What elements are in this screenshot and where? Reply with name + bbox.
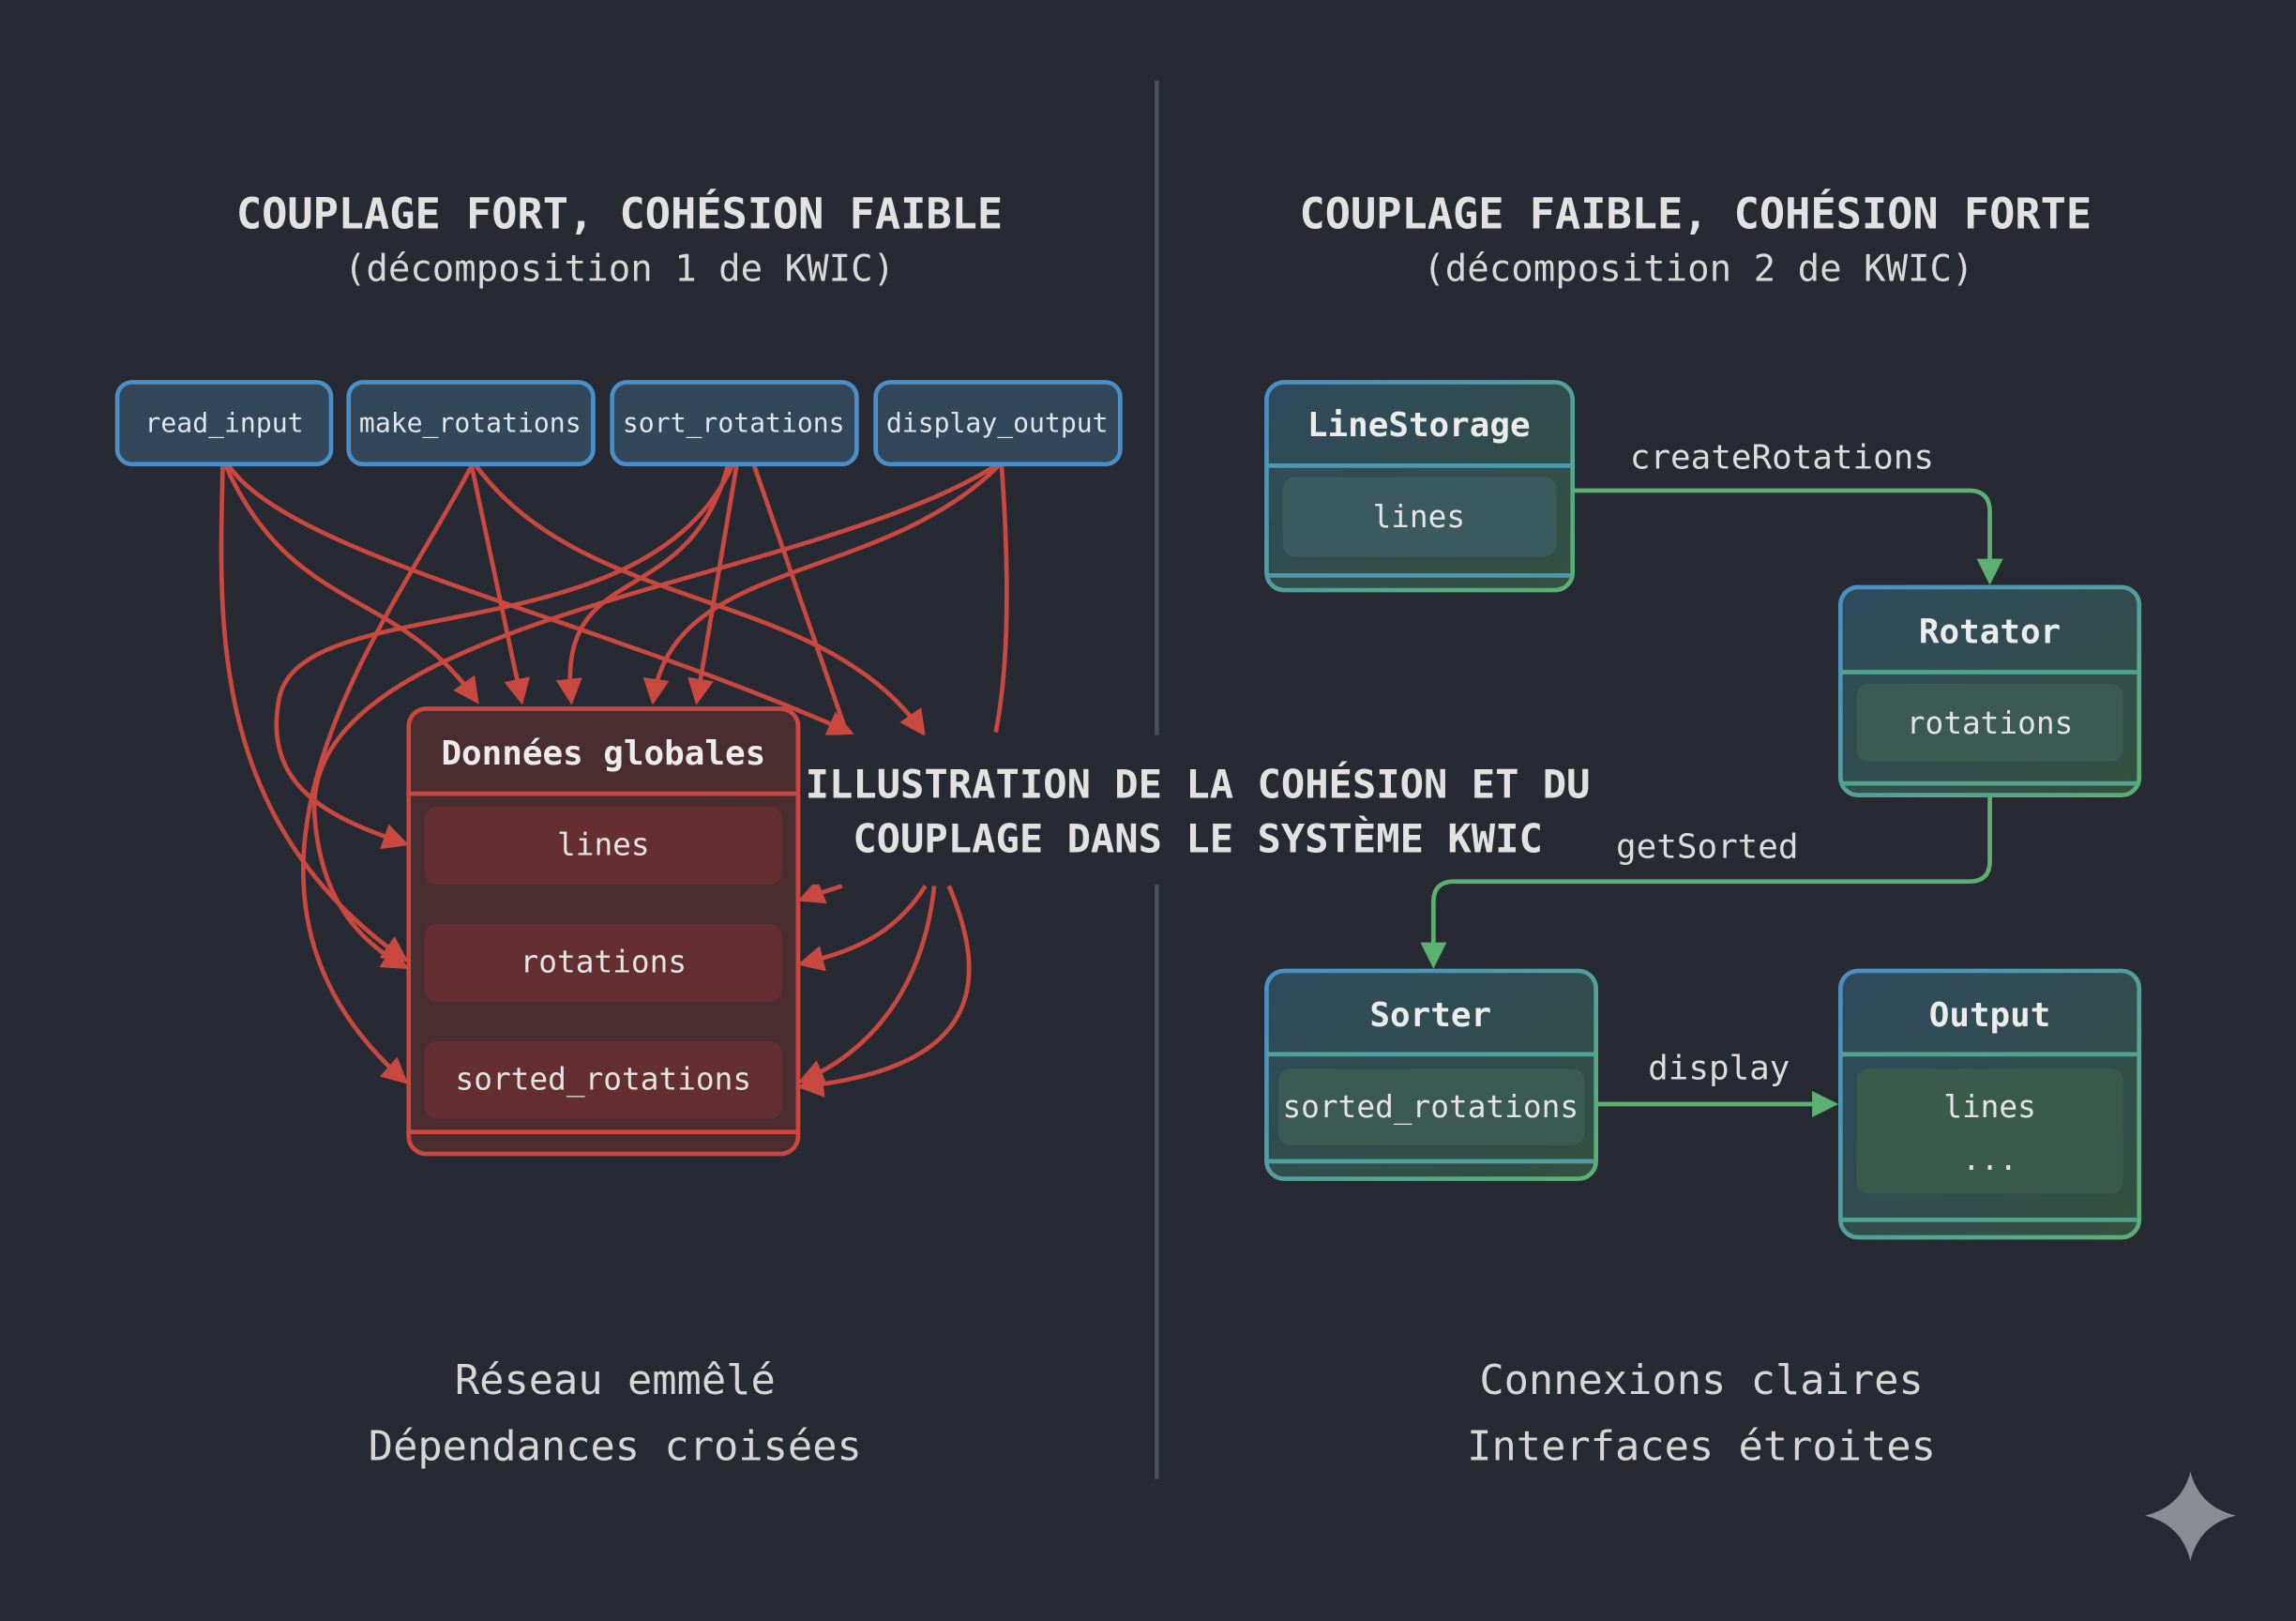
svg-text:rotations: rotations (1907, 705, 2074, 741)
svg-text:Output: Output (1929, 996, 2051, 1035)
sparkle-icon (2145, 1471, 2236, 1561)
module-make-rotations[interactable]: make_rotations (346, 380, 596, 467)
module-sort-rotations[interactable]: sort_rotations (610, 380, 859, 467)
module-sorter[interactable]: Sorter sorted_rotations (1264, 968, 1599, 1181)
svg-text:display_output: display_output (886, 407, 1109, 439)
svg-text:make_rotations: make_rotations (359, 407, 582, 439)
left-footer-2: Dépendances croisées (369, 1422, 862, 1470)
left-title: COUPLAGE FORT, COHÉSION FAIBLE (236, 189, 1003, 239)
center-title-line-1: ILLUSTRATION DE LA COHÉSION ET DU (806, 761, 1591, 808)
module-linestorage[interactable]: LineStorage lines (1264, 380, 1576, 593)
svg-text:...: ... (1962, 1142, 2017, 1177)
global-field-sorted-rotations: sorted_rotations (455, 1061, 751, 1097)
left-footer-1: Réseau emmêlé (455, 1356, 776, 1404)
left-subtitle: (décomposition 1 de KWIC) (344, 249, 895, 291)
svg-text:Rotator: Rotator (1919, 613, 2061, 651)
edge-display: display (1648, 1049, 1790, 1087)
svg-text:read_input: read_input (145, 407, 304, 439)
global-field-rotations: rotations (521, 944, 687, 979)
svg-text:lines: lines (1943, 1089, 2036, 1125)
global-data-title: Données globales (441, 735, 765, 773)
center-title-line-2: COUPLAGE DANS LE SYSTÈME KWIC (853, 814, 1542, 861)
clean-connections: createRotations getSorted display (1420, 439, 2003, 1118)
global-data-box: Données globales lines rotations sorted_… (406, 706, 801, 1157)
edge-create-rotations: createRotations (1630, 439, 1934, 477)
right-footer-1: Connexions claires (1479, 1356, 1923, 1404)
svg-text:LineStorage: LineStorage (1307, 406, 1531, 445)
module-display-output[interactable]: display_output (873, 380, 1123, 467)
svg-text:lines: lines (1372, 499, 1465, 535)
left-modules: read_input make_rotations sort_rotations… (114, 380, 1123, 467)
module-output[interactable]: Output lines ... (1838, 968, 2142, 1240)
tangled-dependencies (219, 463, 1009, 1098)
edge-get-sorted: getSorted (1616, 828, 1798, 867)
right-footer-2: Interfaces étroites (1467, 1422, 1936, 1470)
svg-text:sort_rotations: sort_rotations (623, 407, 845, 439)
svg-text:Sorter: Sorter (1369, 996, 1491, 1035)
right-subtitle: (décomposition 2 de KWIC) (1423, 249, 1973, 291)
global-field-lines: lines (557, 827, 650, 863)
module-read-input[interactable]: read_input (114, 380, 334, 467)
module-rotator[interactable]: Rotator rotations (1838, 584, 2142, 797)
right-title: COUPLAGE FAIBLE, COHÉSION FORTE (1300, 189, 2092, 239)
svg-text:sorted_rotations: sorted_rotations (1282, 1089, 1578, 1125)
